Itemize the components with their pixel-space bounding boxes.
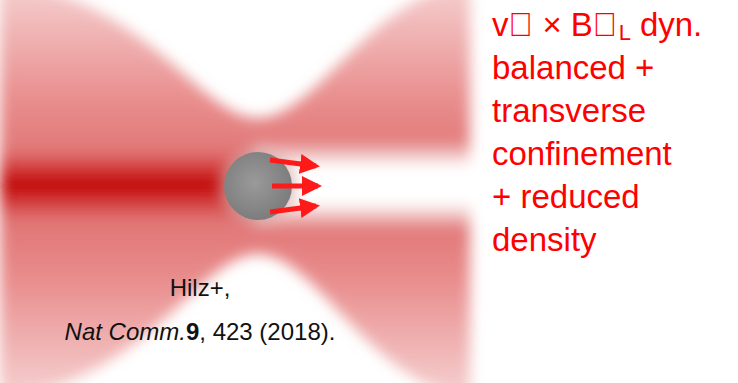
laser-beam bbox=[0, 0, 485, 383]
annotation-text: balanced + bbox=[492, 49, 654, 87]
force-arrow bbox=[270, 206, 316, 212]
annotation-text: dyn. bbox=[640, 6, 702, 44]
force-arrow bbox=[270, 160, 316, 166]
force-arrows bbox=[270, 160, 318, 212]
citation-journal: Nat Comm. bbox=[65, 318, 186, 346]
annotation-text: transverse bbox=[492, 92, 646, 130]
citation-author: Hilz+, bbox=[170, 274, 231, 302]
force-formula: v⃗ × B⃗ bbox=[492, 6, 618, 44]
annotation-text: + reduced bbox=[492, 178, 640, 216]
annotation-text: confinement bbox=[492, 135, 672, 173]
citation-volume: 9 bbox=[186, 318, 199, 346]
annotation-text: density bbox=[492, 221, 597, 259]
force-arrow bbox=[272, 184, 318, 189]
citation-pages: , 423 (2018). bbox=[199, 318, 335, 346]
formula-subscript: L bbox=[619, 20, 631, 45]
